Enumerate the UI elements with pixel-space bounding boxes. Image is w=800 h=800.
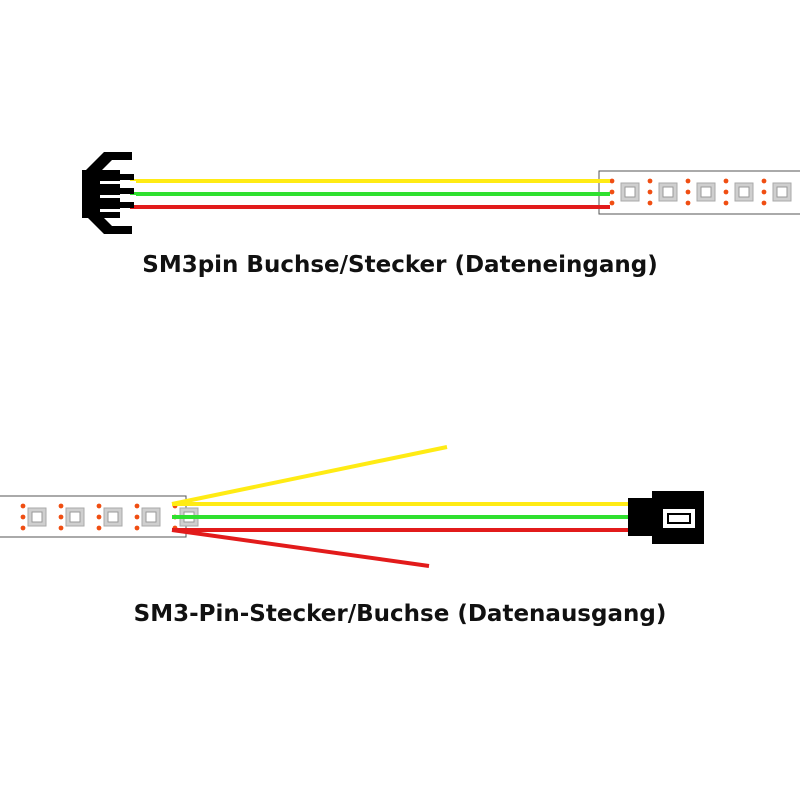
resistor-pad-icon bbox=[647, 178, 653, 184]
led-lens-icon bbox=[69, 511, 81, 523]
resistor-pad-icon bbox=[723, 189, 729, 195]
resistor-pad-icon bbox=[96, 525, 102, 531]
resistor-pad-icon bbox=[685, 200, 691, 206]
resistor-pad-icon bbox=[609, 200, 615, 206]
output-assembly bbox=[0, 445, 704, 568]
resistor-pad-icon bbox=[20, 514, 26, 520]
input-assembly bbox=[82, 152, 800, 234]
resistor-pad-icon bbox=[723, 178, 729, 184]
resistor-pad-icon bbox=[134, 503, 140, 509]
caption-data-input: SM3pin Buchse/Stecker (Dateneingang) bbox=[142, 252, 658, 278]
resistor-pad-icon bbox=[20, 503, 26, 509]
resistor-pad-icon bbox=[96, 514, 102, 520]
resistor-pad-icon bbox=[134, 525, 140, 531]
led-lens-icon bbox=[31, 511, 43, 523]
wire-yellow-branch bbox=[171, 445, 448, 506]
resistor-pad-icon bbox=[20, 525, 26, 531]
resistor-pad-icon bbox=[647, 189, 653, 195]
resistor-pad-icon bbox=[723, 200, 729, 206]
wire-red-branch bbox=[171, 528, 430, 568]
resistor-pad-icon bbox=[761, 200, 767, 206]
led-lens-icon bbox=[107, 511, 119, 523]
resistor-pad-icon bbox=[685, 189, 691, 195]
resistor-pad-icon bbox=[58, 525, 64, 531]
resistor-pad-icon bbox=[647, 200, 653, 206]
resistor-pad-icon bbox=[609, 189, 615, 195]
resistor-pad-icon bbox=[761, 189, 767, 195]
resistor-pad-icon bbox=[96, 503, 102, 509]
led-lens-icon bbox=[624, 186, 636, 198]
led-strip-output bbox=[0, 495, 199, 538]
led-lens-icon bbox=[662, 186, 674, 198]
sm3-male-connector-icon bbox=[628, 491, 704, 544]
resistor-pad-icon bbox=[58, 514, 64, 520]
resistor-pad-icon bbox=[134, 514, 140, 520]
led-lens-icon bbox=[738, 186, 750, 198]
led-lens-icon bbox=[776, 186, 788, 198]
led-lens-icon bbox=[700, 186, 712, 198]
led-strip-input bbox=[598, 170, 800, 215]
sm3-female-connector-icon bbox=[82, 152, 136, 234]
resistor-pad-icon bbox=[685, 178, 691, 184]
resistor-pad-icon bbox=[58, 503, 64, 509]
caption-data-output: SM3-Pin-Stecker/Buchse (Datenausgang) bbox=[133, 601, 667, 627]
resistor-pad-icon bbox=[609, 178, 615, 184]
led-lens-icon bbox=[145, 511, 157, 523]
resistor-pad-icon bbox=[761, 178, 767, 184]
